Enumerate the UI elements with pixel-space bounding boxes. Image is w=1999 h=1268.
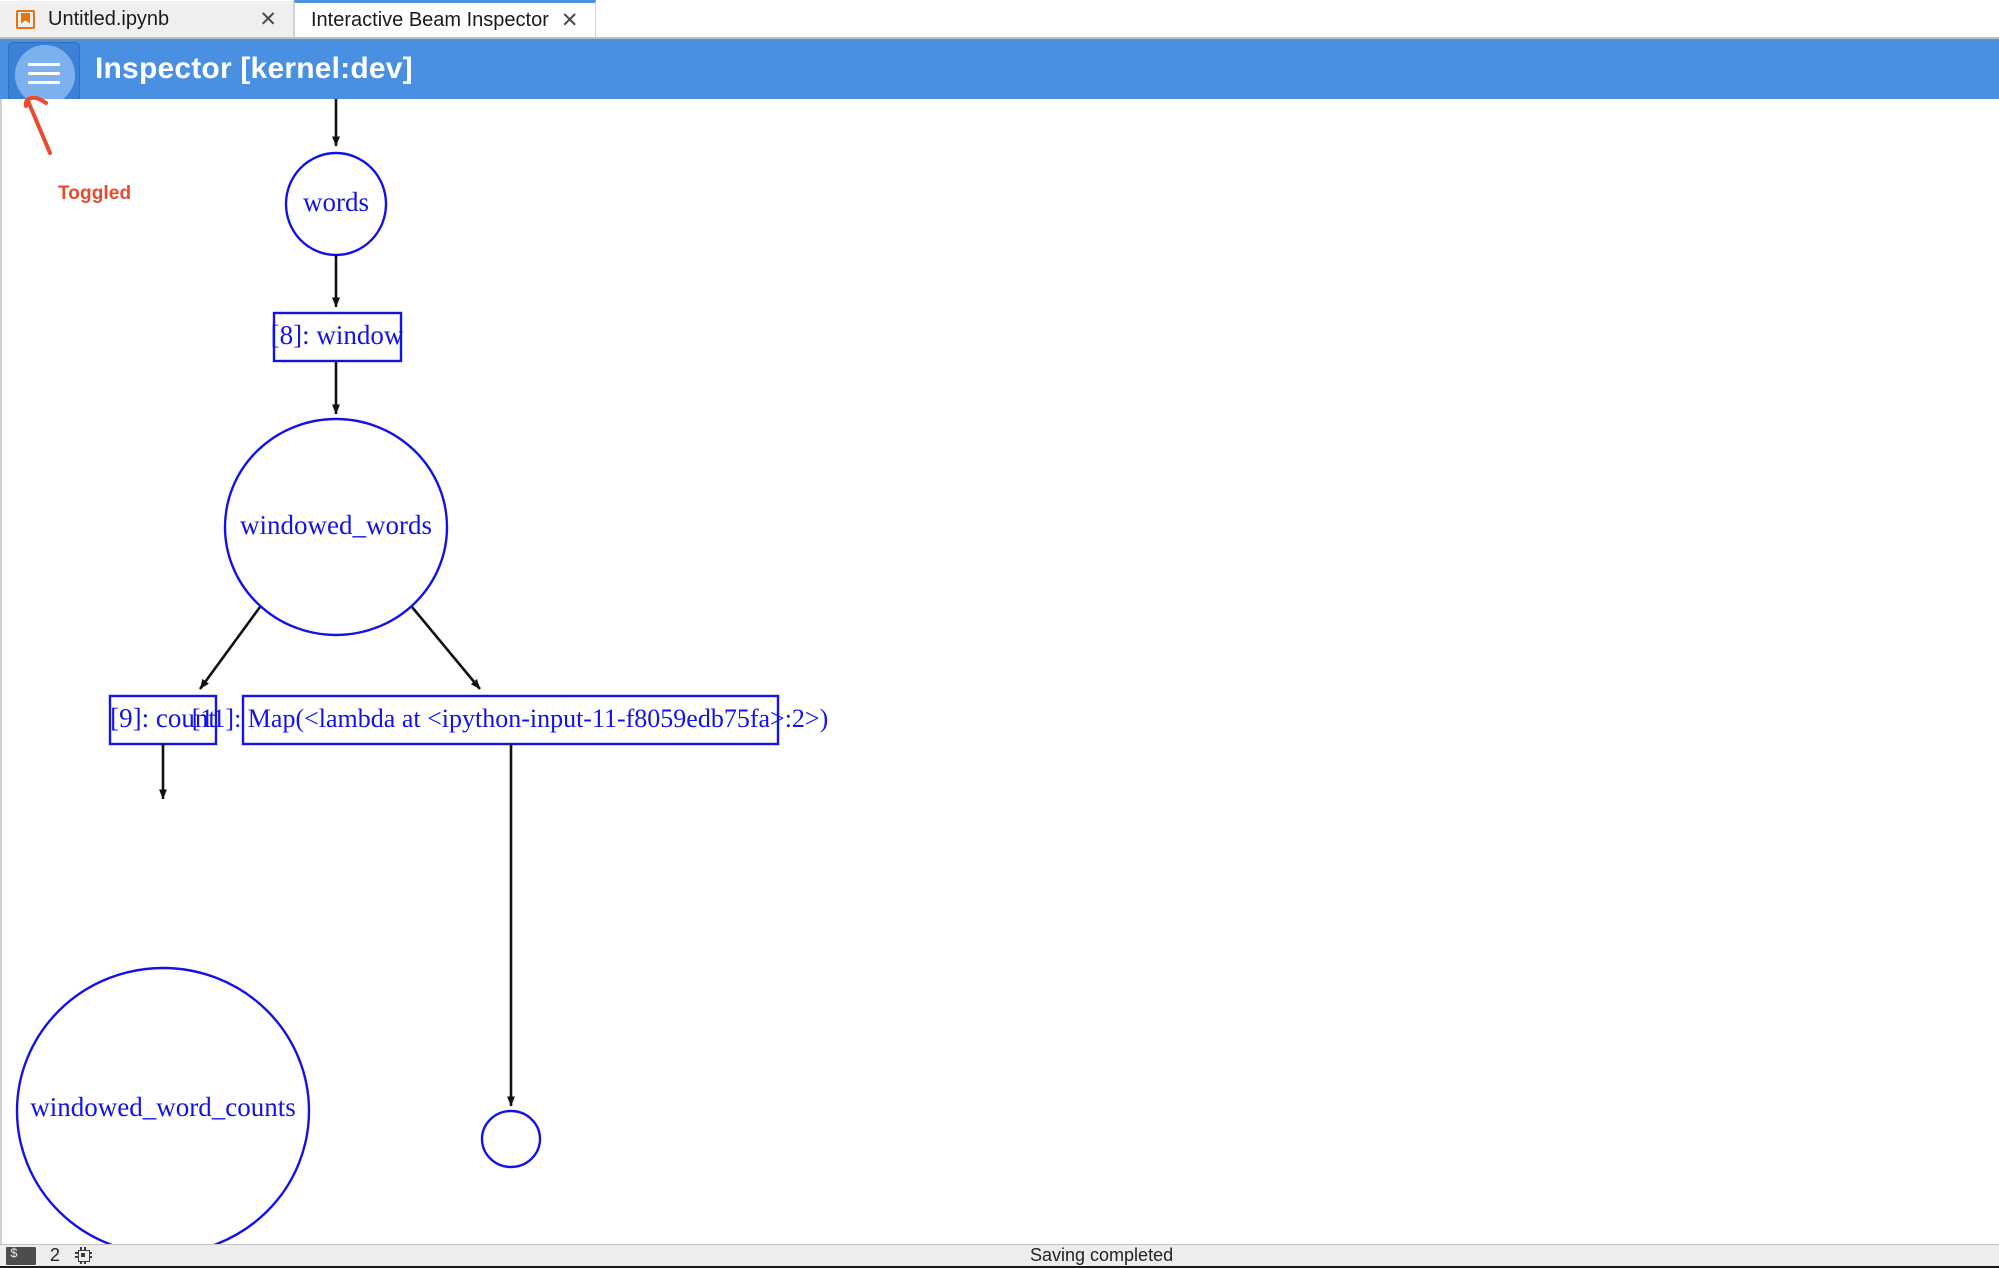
inspector-header: Inspector [kernel:dev] <box>0 37 1999 106</box>
terminal-icon[interactable] <box>6 1246 36 1265</box>
node-windowed-word-counts[interactable]: windowed_word_counts <box>15 966 311 1244</box>
kernel-chip-icon[interactable] <box>75 1247 93 1264</box>
node-label: [9]: count <box>110 703 216 733</box>
tab-untitled-ipynb[interactable]: Untitled.ipynb ✕ <box>0 1 294 37</box>
node-pcollection-unnamed[interactable] <box>480 1109 542 1169</box>
tab-bar: Untitled.ipynb ✕ Interactive Beam Inspec… <box>0 0 1999 37</box>
pipeline-graph: words [8]: window windowed_words <box>15 99 829 1244</box>
button-ripple <box>15 45 75 105</box>
edge-windowed-words-to-count <box>198 606 262 690</box>
node-words[interactable]: words <box>284 151 388 257</box>
tab-label: Untitled.ipynb <box>48 7 170 30</box>
tab-label: Interactive Beam Inspector <box>311 8 549 31</box>
status-message: Saving completed <box>1030 1245 1174 1265</box>
node-label: [8]: window <box>271 320 404 350</box>
edge-windowed-words-to-map <box>410 606 482 690</box>
node-label: [11]: Map(<lambda at <ipython-input-11-f… <box>192 704 829 733</box>
terminal-count: 2 <box>50 1245 61 1265</box>
node-windowed-words[interactable]: windowed_words <box>223 417 449 637</box>
close-icon[interactable]: ✕ <box>560 8 579 32</box>
graph-canvas[interactable]: words [8]: window windowed_words <box>0 99 1999 1244</box>
page-title: Inspector [kernel:dev] <box>95 52 413 85</box>
node-window[interactable]: [8]: window <box>271 311 404 363</box>
node-label: windowed_words <box>240 510 432 540</box>
tab-interactive-beam-inspector[interactable]: Interactive Beam Inspector ✕ <box>294 0 596 37</box>
annotation-label: Toggled <box>58 183 132 204</box>
node-label: words <box>303 187 369 217</box>
status-bar: 2 Saving completed <box>0 1244 1999 1268</box>
notebook-icon <box>16 9 35 29</box>
hamburger-icon <box>28 63 60 85</box>
hamburger-menu-button[interactable] <box>8 42 80 106</box>
node-label: windowed_word_counts <box>30 1092 295 1122</box>
close-icon[interactable]: ✕ <box>259 7 277 31</box>
node-map[interactable]: [11]: Map(<lambda at <ipython-input-11-f… <box>192 694 829 746</box>
